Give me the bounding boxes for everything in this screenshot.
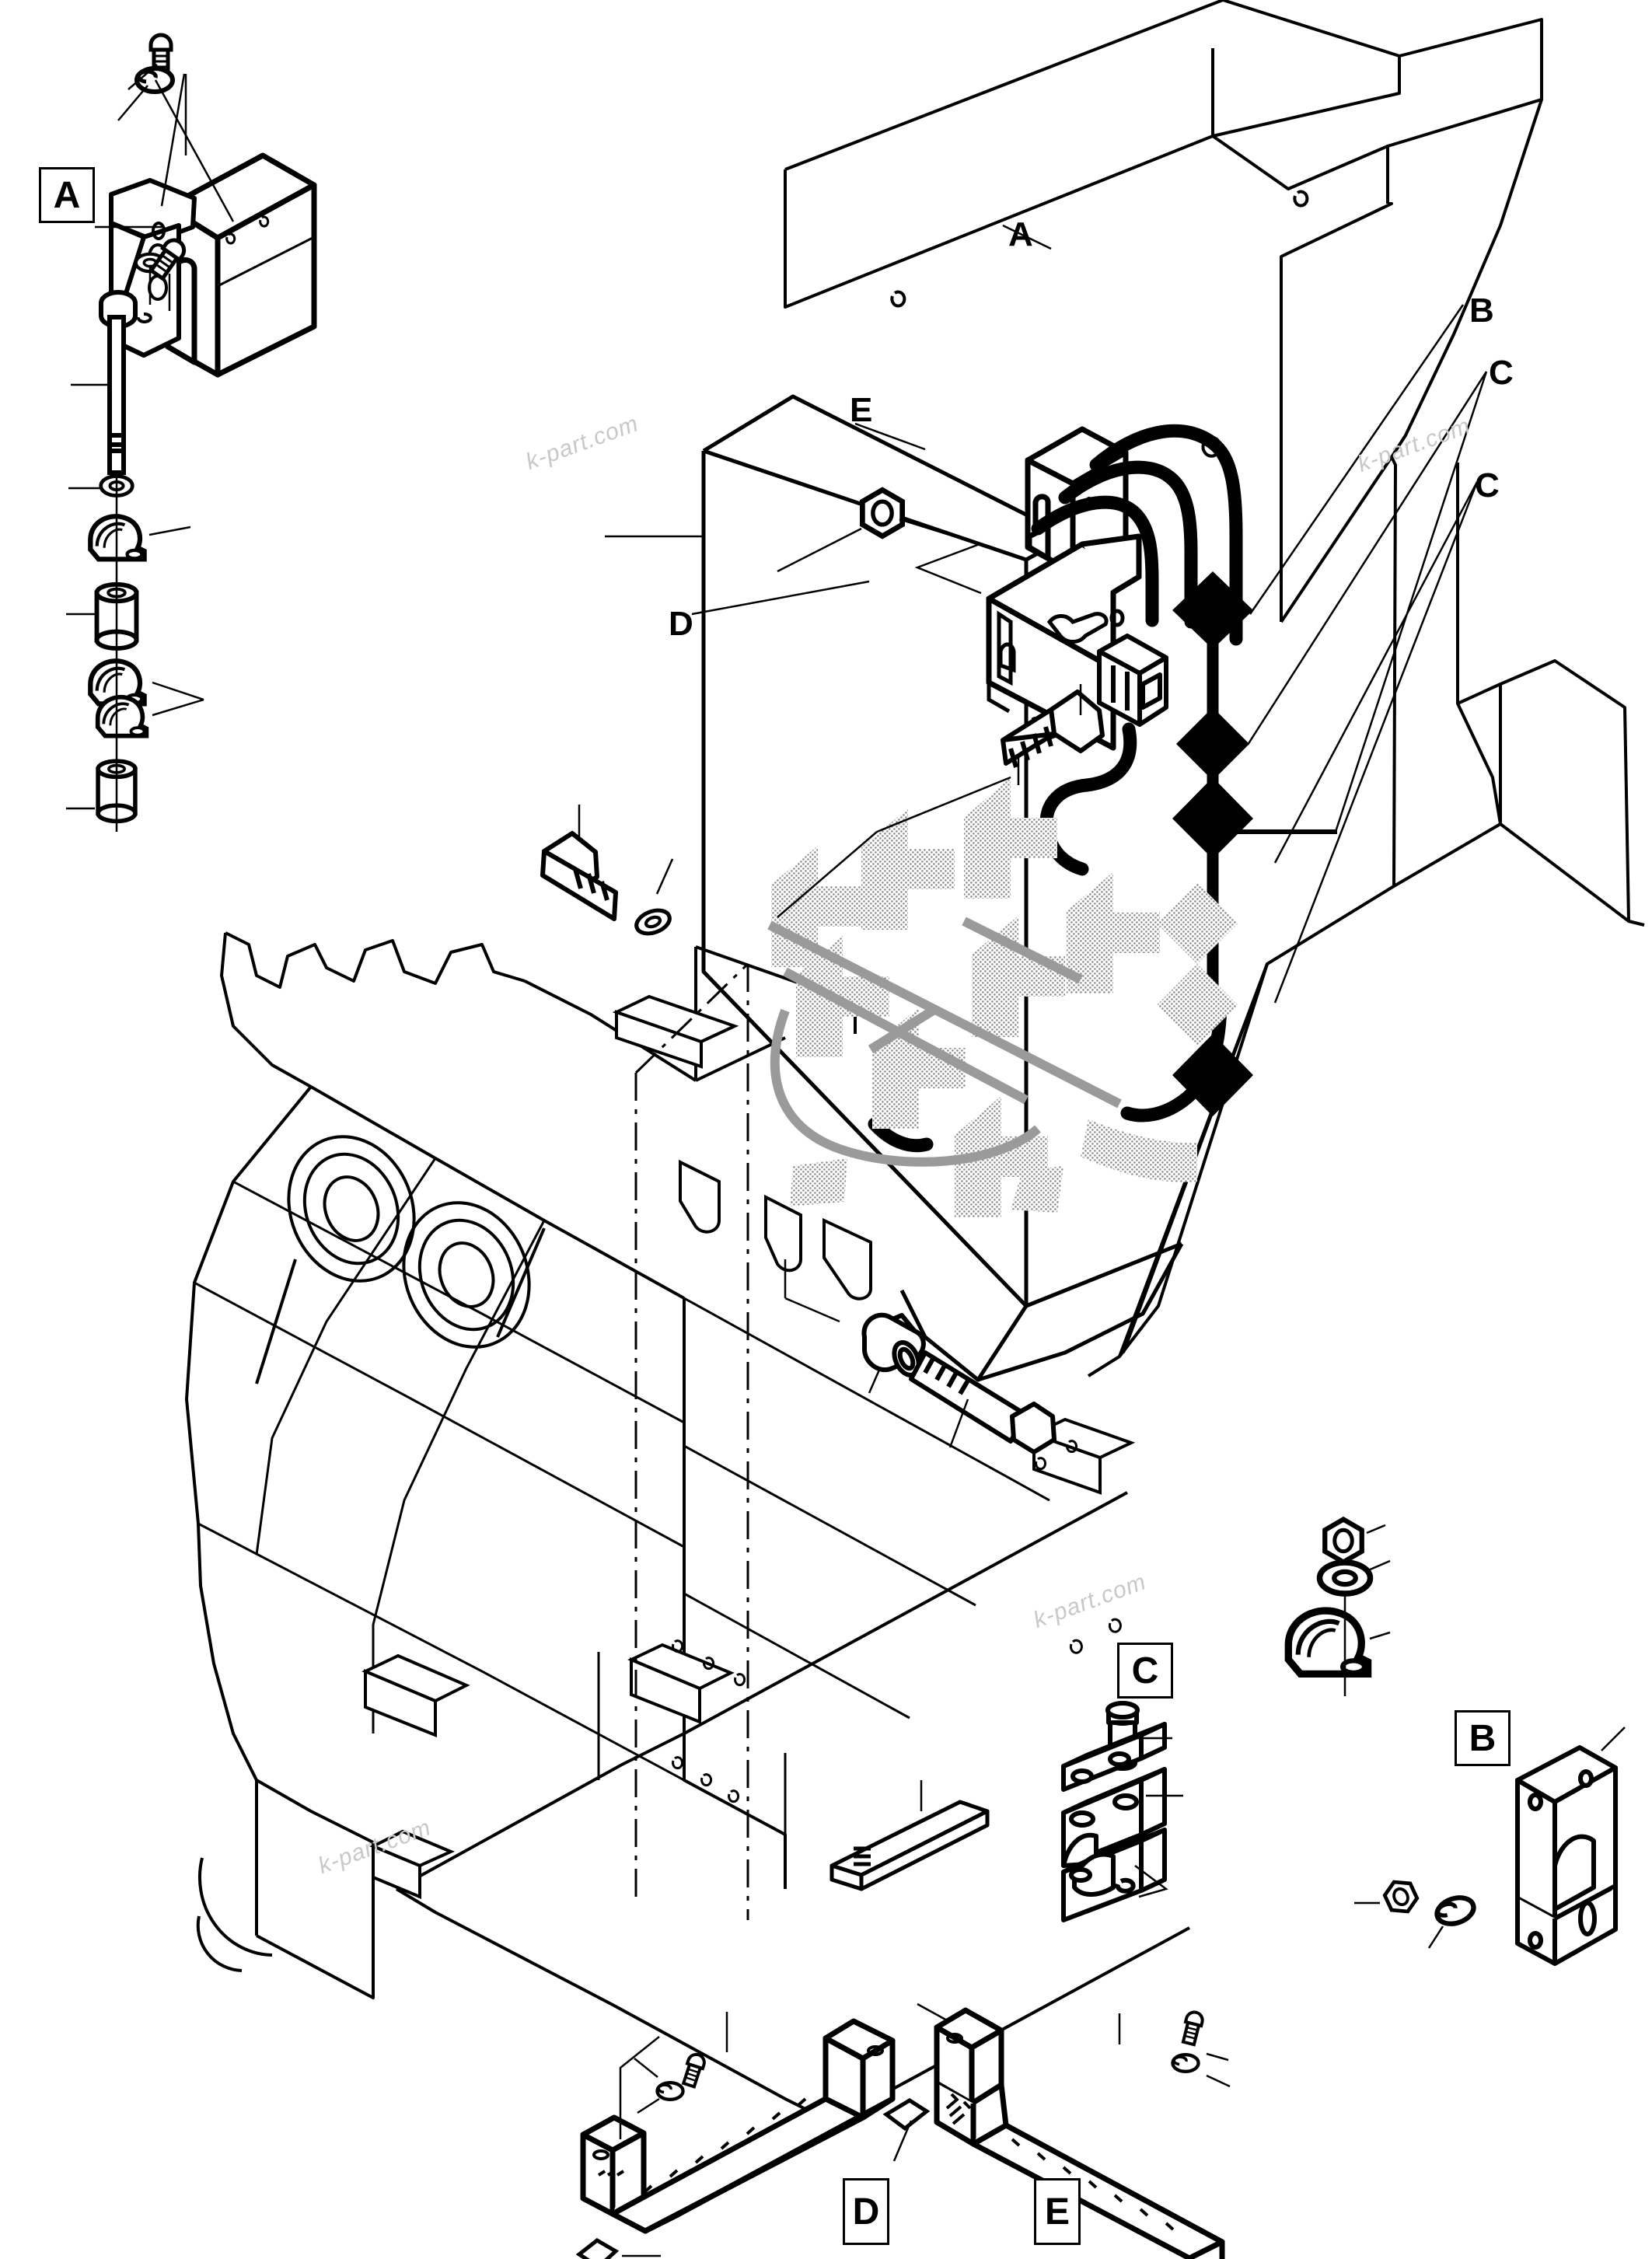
hold-down-strap-right-slots (945, 2033, 1175, 2231)
callout-box-a: A (39, 167, 95, 223)
flat-washer-b (1320, 1562, 1371, 1594)
detail-d-leaders (619, 2012, 728, 2257)
left-cable-clamp-3 (98, 697, 147, 736)
detail-d-rod-pin (575, 2237, 620, 2259)
left-stack-axis (66, 383, 204, 832)
inline-label-a: A (1008, 215, 1033, 253)
inline-label-e: E (850, 391, 873, 429)
long-hex-bolt-mid (909, 1350, 1057, 1454)
detail-a-leaders (95, 64, 235, 311)
inline-label-c-upper: C (1489, 354, 1514, 392)
hold-down-strap-right (934, 2007, 1225, 2259)
phantom-harness-strand (767, 917, 1122, 1167)
section-centerlines (634, 962, 749, 1920)
angle-bracket-b (1515, 1745, 1618, 1966)
detail-e-spring-washer (1172, 2055, 1198, 2072)
hex-bolt-left-leader (578, 805, 674, 895)
hex-bolt-left-of-box (540, 831, 618, 921)
shim-plate (829, 1800, 990, 1891)
detail-d-spring-washer (657, 2083, 683, 2100)
connector-plug (1097, 634, 1168, 727)
long-bolt-mid-leader (784, 1259, 969, 1448)
detail-b-bottom-leaders (1354, 1901, 1444, 1949)
spacer-tube-mid (861, 1312, 926, 1377)
hold-down-strap-left (580, 2018, 896, 2234)
clamp-block-upper (1061, 1767, 1167, 1868)
machine-frame (784, 0, 1543, 887)
hex-bolt-mid-right-leader (1017, 684, 1082, 785)
battery-cable (868, 424, 1243, 1153)
callout-box-c: C (1117, 1643, 1173, 1699)
chassis-panel-lines (194, 1157, 1050, 1889)
cable-clamp-b (1288, 1611, 1367, 1674)
battery-cover-bracket-lines (216, 215, 315, 375)
long-hex-bolt-left (99, 290, 138, 475)
detail-e-leaders (892, 2002, 1231, 2162)
inline-label-c-lower: C (1475, 466, 1500, 505)
lock-nut-b2 (1381, 1876, 1420, 1917)
clamp-cover-plate (1061, 1722, 1167, 1792)
battery-cover-bracket (165, 152, 317, 378)
terminal-lug (1172, 571, 1253, 1116)
callout-leaders (691, 224, 1488, 1004)
detail-b-top-leaders (1343, 1524, 1391, 1696)
pulley-wheels (255, 1135, 546, 1384)
detail-e-bolt (1181, 2010, 1204, 2045)
clamp-block-lower (1061, 1828, 1167, 1922)
washer-left-of-box (634, 906, 673, 938)
chassis-hook-tabs (679, 1159, 872, 1301)
hex-nut-center (862, 490, 902, 536)
angle-bracket-b-leader (1601, 1727, 1626, 1751)
detail-e-rod-pin (882, 2098, 931, 2132)
lock-nut-b (1325, 1520, 1362, 1562)
inline-label-d: D (669, 605, 693, 643)
detail-c-leaders (1131, 1737, 1183, 1898)
hex-bolt-mid-right (1001, 690, 1105, 768)
callout-box-e: E (1034, 2178, 1081, 2245)
cable-loop-eye (1201, 435, 1222, 458)
rail-bolt-holes (672, 1440, 1122, 1803)
callout-box-b: B (1455, 1710, 1511, 1766)
detail-a-spring-washer (137, 68, 173, 92)
spring-washer-b2 (1434, 1894, 1477, 1929)
phantom-harness-outline (777, 776, 1011, 918)
detail-d-bolt (681, 2052, 706, 2087)
battery-box-lower-skirt (899, 1242, 1184, 1382)
callout-box-d: D (843, 2178, 889, 2245)
chassis-frame (185, 931, 1190, 2124)
hold-down-strap-left-slots (592, 2045, 884, 2194)
terminal-lug-phantom (1157, 882, 1238, 1046)
inline-label-b: B (1469, 292, 1494, 330)
hex-nut-center-leader (605, 518, 983, 595)
